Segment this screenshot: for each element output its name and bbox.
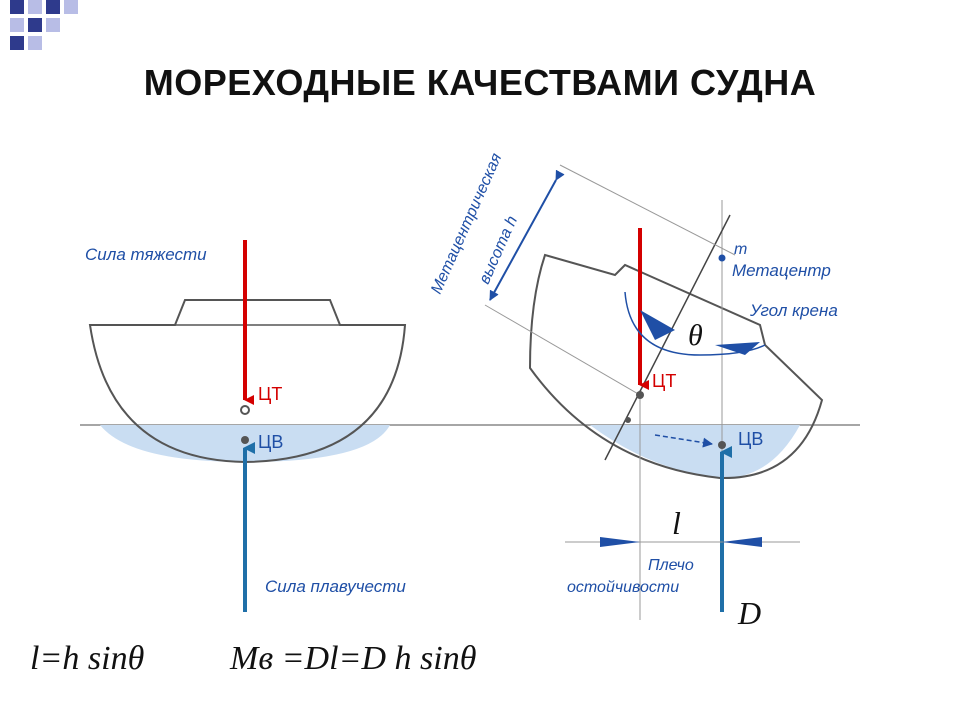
right-cg-point <box>636 391 644 399</box>
heel-angle-wedge-left <box>640 310 675 340</box>
metacenter-point <box>718 254 726 262</box>
metacentric-label-line2: высота h <box>476 213 521 286</box>
heel-angle-label: Угол крена <box>749 301 838 320</box>
left-cg-point <box>240 405 250 415</box>
m-label: m <box>734 241 747 258</box>
arm-label-line1: Плечо <box>648 557 694 574</box>
left-cb-label: ЦВ <box>258 432 283 452</box>
right-ship-centerline <box>604 214 731 461</box>
arm-arrow-right <box>722 537 762 547</box>
right-cg-label: ЦТ <box>652 371 676 391</box>
left-gravity-label: Сила тяжести <box>85 245 207 264</box>
right-ship-water-fill <box>590 425 800 479</box>
metacenter-label: Метацентр <box>732 261 831 280</box>
right-cg-original-point <box>625 417 631 423</box>
metacentric-dimension <box>489 169 565 301</box>
formula-moment: Мв =Dl=D h sinθ <box>230 640 477 677</box>
slide-title: МОРЕХОДНЫЕ КАЧЕСТВАМИ СУДНА <box>143 62 817 103</box>
arm-arrow-left <box>600 537 640 547</box>
left-cg-label: ЦТ <box>258 384 282 404</box>
metacentric-extension-bottom <box>484 304 641 396</box>
formula-arm: l=h sinθ <box>30 640 145 677</box>
right-cb-label: ЦВ <box>738 429 763 449</box>
arm-label-line2: остойчивости <box>567 579 679 596</box>
l-symbol: l <box>672 505 681 541</box>
theta-symbol: θ <box>688 319 703 352</box>
right-cb-point <box>718 441 726 449</box>
left-cb-point <box>241 436 249 444</box>
metacentric-extension-top <box>559 164 736 256</box>
left-buoyancy-label: Сила плавучести <box>265 577 406 596</box>
left-ship-hull <box>88 299 407 464</box>
d-symbol: D <box>737 595 761 631</box>
right-ship-hull <box>528 253 824 480</box>
corner-decoration <box>0 0 80 60</box>
heel-angle-wedge-right <box>715 342 760 355</box>
cb-shift-arrow <box>654 434 713 448</box>
